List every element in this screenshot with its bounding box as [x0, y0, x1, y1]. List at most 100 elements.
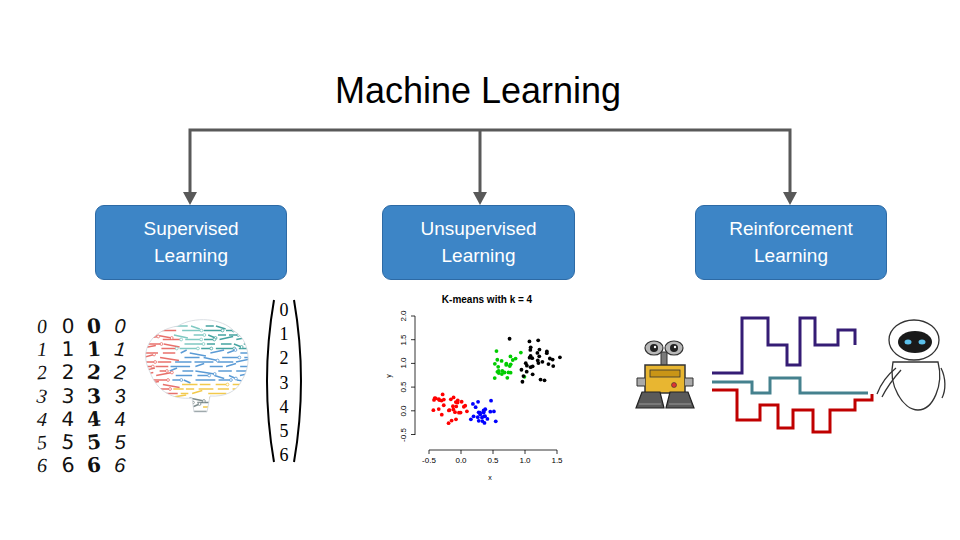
- circuit-brain: [163, 385, 180, 388]
- circuit-brain: [249, 358, 252, 361]
- scatter-points: [539, 378, 543, 382]
- circuit-brain: [139, 325, 157, 326]
- axis-tick-label: 0.5: [487, 457, 498, 465]
- circuit-brain: [175, 361, 191, 362]
- scatter-points: [529, 365, 533, 369]
- scatter-points: [488, 410, 492, 414]
- circuit-brain: [156, 366, 169, 367]
- circuit-brain: [155, 325, 158, 328]
- scatter-points: [496, 365, 500, 369]
- circuit-brain: [210, 350, 224, 353]
- scatter-points: [449, 397, 453, 401]
- axis-tick-label: -0.5: [400, 428, 408, 442]
- circuit-brain: [208, 374, 211, 377]
- circuit-brain: [189, 398, 203, 401]
- scatter-points: [494, 419, 498, 423]
- circuit-brain: [209, 397, 217, 398]
- matrix-bracket: [267, 300, 274, 462]
- circuit-brain: [197, 347, 200, 350]
- scatter-points: [469, 417, 473, 421]
- brain-outline: [146, 320, 248, 412]
- scatter-points: [448, 408, 452, 412]
- scatter-points: [451, 404, 455, 408]
- handwritten-digit: 0: [62, 316, 75, 336]
- circuit-brain: [218, 334, 226, 335]
- circuit-brain: [218, 361, 234, 362]
- circuit-brain: [206, 325, 214, 326]
- circuit-brain: [191, 326, 200, 329]
- circuit-brain: [215, 401, 218, 404]
- circuit-brain: [144, 402, 158, 403]
- trajectory-line: [712, 318, 855, 373]
- handwritten-digit: 3: [61, 385, 75, 406]
- circuit-brain: [154, 398, 164, 401]
- axis-label: x: [488, 474, 492, 481]
- chart-axis: [411, 316, 557, 454]
- handwritten-digit: 1: [37, 339, 47, 359]
- circuit-brain: [171, 371, 174, 374]
- circuit-brain: [240, 346, 243, 349]
- wall-e-robot: [666, 392, 694, 408]
- chart-axis: [429, 450, 557, 454]
- circuit-brain: [173, 388, 183, 389]
- scatter-points: [440, 413, 444, 417]
- circuit-brain: [226, 383, 229, 386]
- wall-e-robot: [674, 346, 676, 348]
- circuit-brain: [200, 338, 203, 341]
- handwritten-digit: 3: [36, 385, 48, 406]
- circuit-brain: [138, 366, 152, 367]
- axis-tick-label: 0.5: [400, 382, 408, 393]
- handwritten-digit: 5: [61, 431, 76, 452]
- circuit-brain: [244, 388, 252, 389]
- circuit-brain: [157, 335, 160, 338]
- circuit-brain: [180, 338, 183, 341]
- scatter-points: [489, 399, 493, 403]
- circuit-brain: [249, 352, 252, 355]
- circuit-brain: [221, 411, 240, 412]
- scatter-points: [558, 355, 562, 359]
- scatter-points: [441, 393, 445, 397]
- circuit-brain: [140, 337, 159, 340]
- scatter-points: [456, 401, 460, 405]
- circuit-brain: [163, 352, 175, 353]
- circuit-brain: [190, 353, 206, 356]
- circuit-brain: [238, 331, 247, 334]
- circuit-brain: [185, 357, 200, 358]
- handwritten-digit: 5: [36, 432, 48, 453]
- scatter-points: [531, 372, 535, 376]
- circuit-brain: [226, 364, 236, 367]
- circuit-brain: [153, 353, 156, 356]
- vector-entry: 5: [280, 422, 289, 440]
- scatter-points: [505, 376, 509, 380]
- scatter-points: [504, 362, 508, 366]
- vector-entry: 1: [280, 325, 289, 343]
- circuit-brain: [234, 377, 237, 380]
- axis-tick-label: 1.5: [551, 457, 562, 465]
- circuit-brain: [181, 350, 187, 353]
- handwritten-digit: 1: [61, 339, 74, 359]
- box-label: Supervised Learning: [116, 216, 266, 268]
- scatter-points: [472, 414, 476, 418]
- handwritten-digit: 1: [86, 339, 101, 360]
- scatter-points: [536, 361, 540, 365]
- circuit-brain: [247, 411, 259, 412]
- wall-e-robot: [637, 378, 645, 386]
- circuit-brain: [162, 400, 165, 403]
- handwritten-digit: 1: [113, 339, 126, 360]
- circuit-brain: [177, 401, 180, 404]
- vector-entry: 3: [280, 374, 289, 392]
- vector-entry: 4: [280, 398, 289, 416]
- wall-e-robot: [636, 392, 664, 408]
- axis-tick-label: 0.0: [400, 405, 408, 416]
- circuit-brain: [195, 371, 214, 374]
- circuit-brain: [152, 379, 168, 380]
- chart-title: K-means with k = 4: [442, 295, 532, 305]
- circuit-brain: [262, 329, 265, 332]
- circuit-brain: [216, 348, 234, 349]
- axis-tick-label: 0.0: [455, 457, 466, 465]
- scatter-points: [495, 358, 499, 362]
- scatter-points: [431, 408, 435, 412]
- circuit-brain: [213, 338, 216, 341]
- circuit-brain: [229, 393, 243, 394]
- eve-robot: [889, 320, 939, 360]
